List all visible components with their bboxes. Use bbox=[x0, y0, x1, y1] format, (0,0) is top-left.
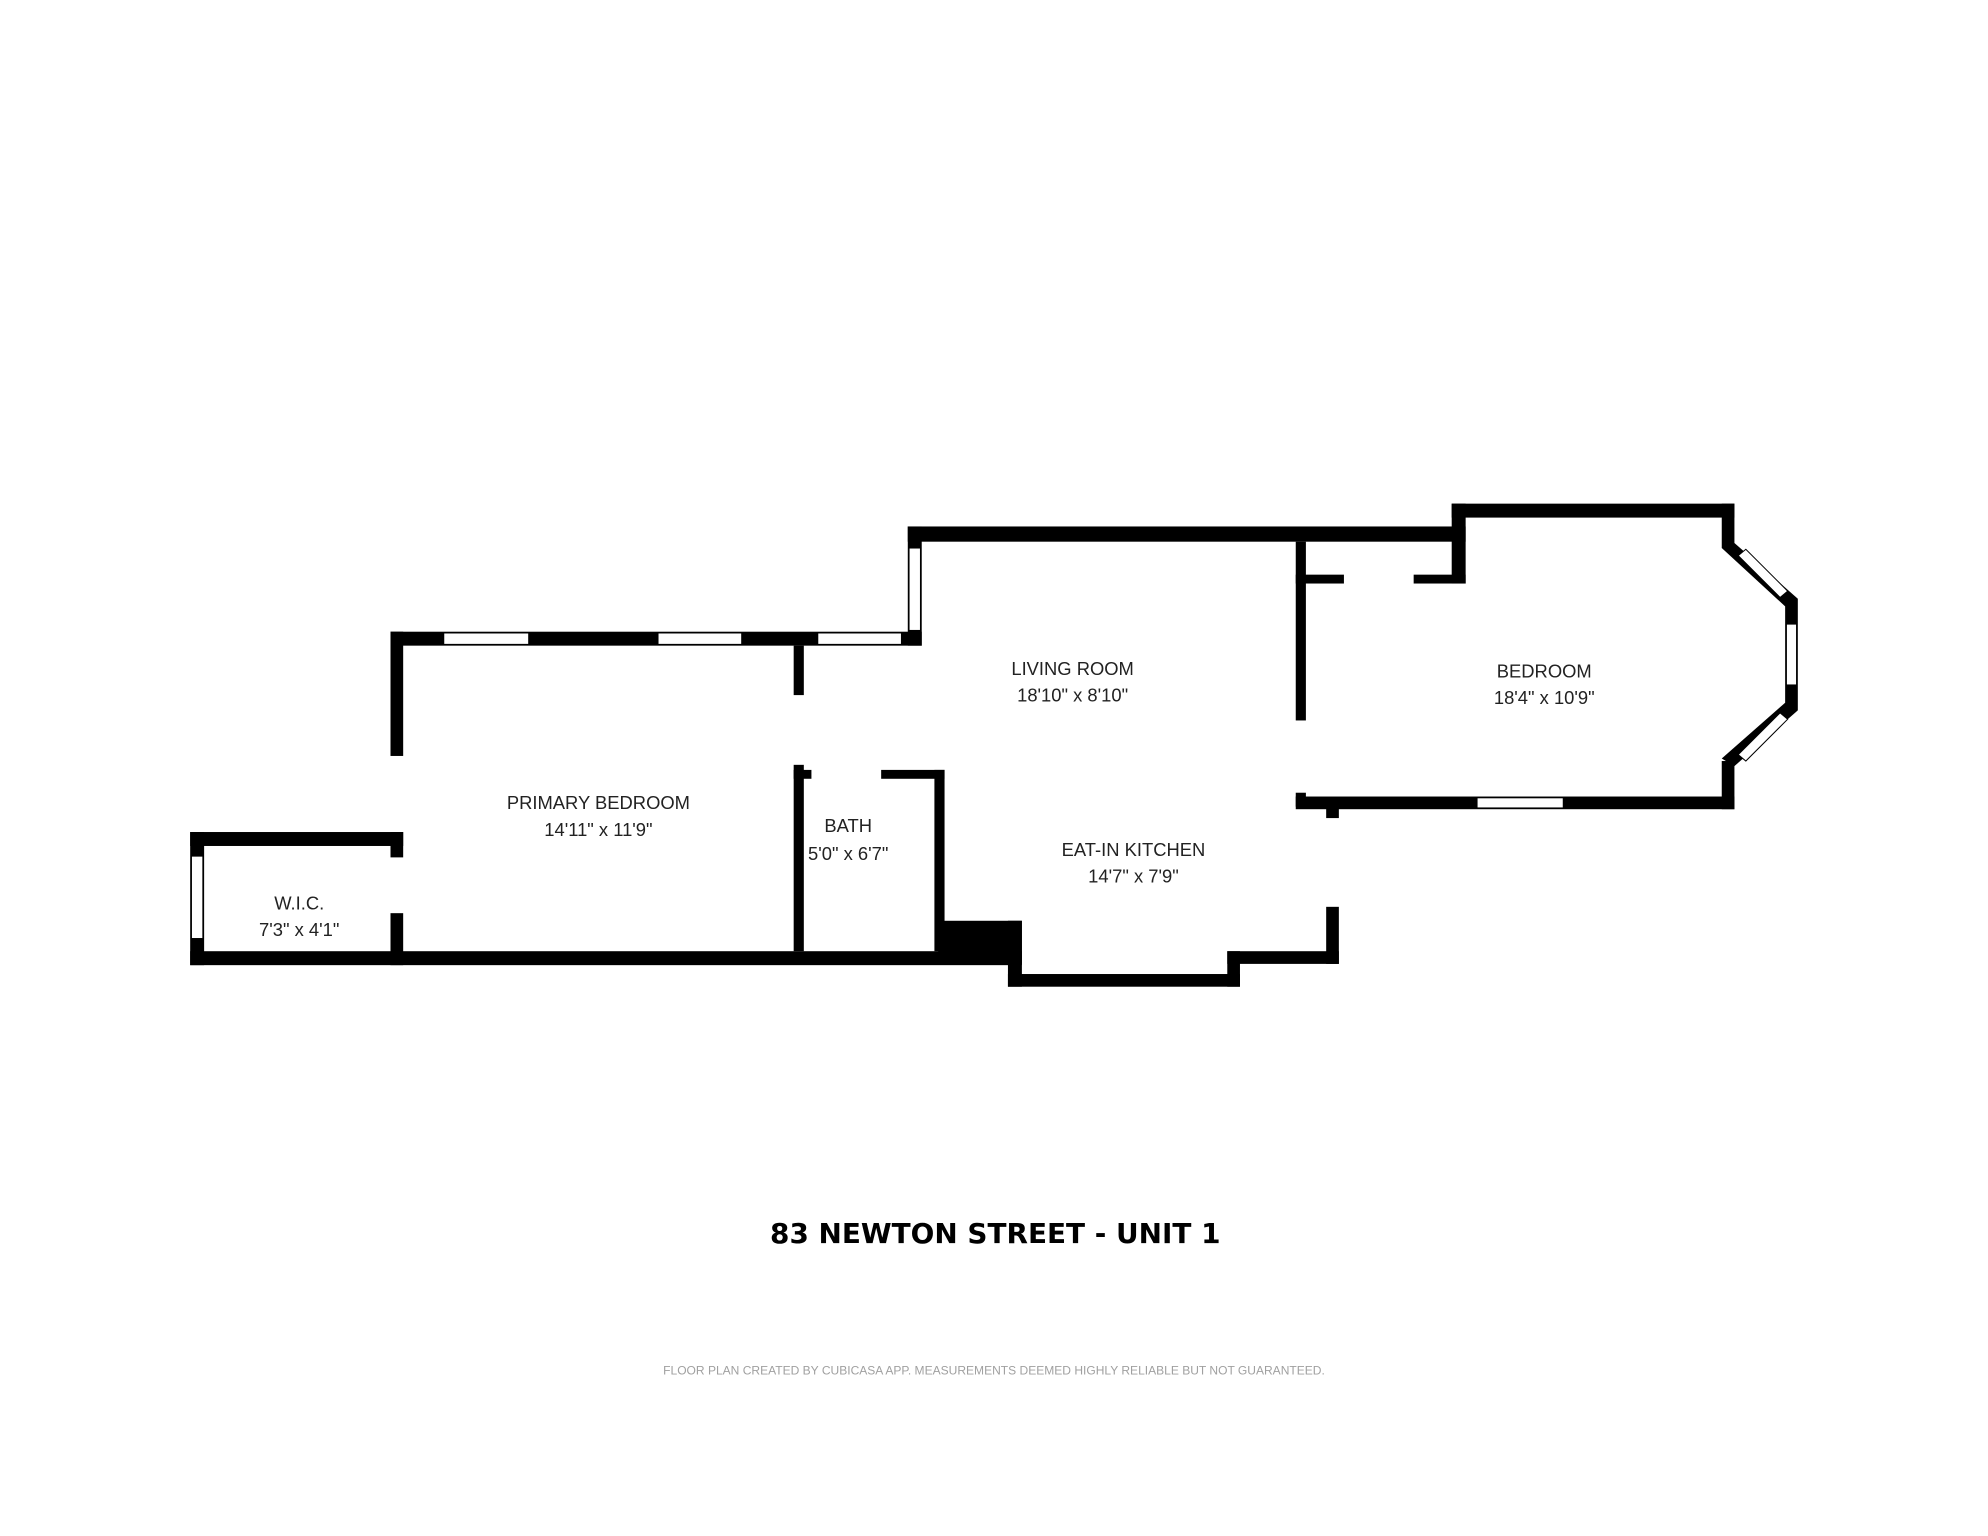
footer-disclaimer: FLOOR PLAN CREATED BY CUBICASA APP. MEAS… bbox=[663, 1364, 1325, 1378]
room-name: BEDROOM bbox=[1497, 660, 1592, 681]
plan-title: 83 NEWTON STREET - UNIT 1 bbox=[770, 1217, 1220, 1250]
room-size: 7'3" x 4'1" bbox=[259, 919, 339, 940]
room-wic: W.I.C. 7'3" x 4'1" bbox=[259, 892, 339, 940]
room-primary-bedroom: PRIMARY BEDROOM 14'11" x 11'9" bbox=[507, 792, 690, 840]
room-name: BATH bbox=[824, 815, 872, 836]
room-name: PRIMARY BEDROOM bbox=[507, 792, 690, 813]
room-name: W.I.C. bbox=[274, 892, 324, 913]
room-size: 5'0" x 6'7" bbox=[808, 843, 888, 864]
room-name: LIVING ROOM bbox=[1011, 658, 1134, 679]
room-name: EAT-IN KITCHEN bbox=[1062, 839, 1206, 860]
room-size: 14'7" x 7'9" bbox=[1088, 866, 1179, 887]
walls bbox=[190, 503, 1798, 987]
room-living-room: LIVING ROOM 18'10" x 8'10" bbox=[1011, 658, 1134, 706]
room-size: 18'10" x 8'10" bbox=[1017, 684, 1128, 705]
room-bedroom: BEDROOM 18'4" x 10'9" bbox=[1494, 660, 1595, 708]
room-bath: BATH 5'0" x 6'7" bbox=[808, 815, 888, 864]
room-size: 18'4" x 10'9" bbox=[1494, 687, 1595, 708]
room-eat-in-kitchen: EAT-IN KITCHEN 14'7" x 7'9" bbox=[1062, 839, 1206, 887]
room-size: 14'11" x 11'9" bbox=[544, 819, 652, 840]
